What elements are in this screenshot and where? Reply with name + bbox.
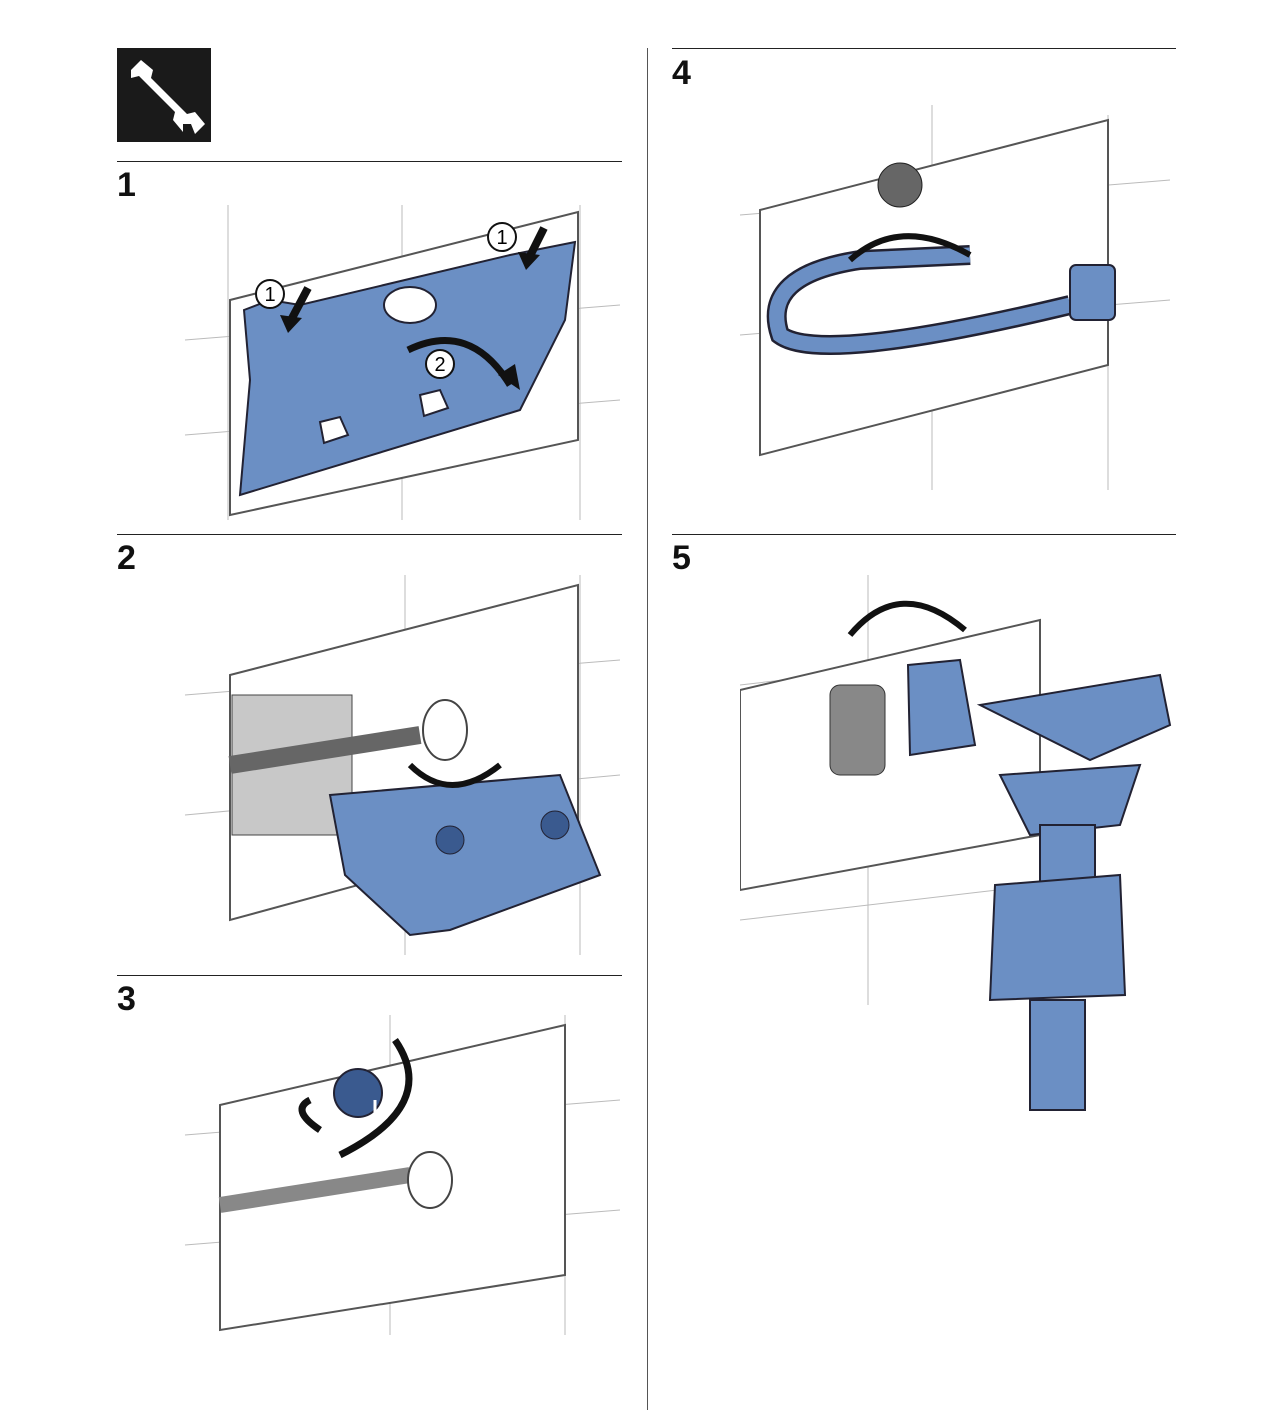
step-3-divider	[117, 975, 622, 976]
wrench-icon	[131, 60, 205, 134]
step-4-divider	[672, 48, 1176, 49]
step-4-illustration	[740, 105, 1170, 490]
step-2-divider	[117, 534, 622, 535]
step-3-number: 3	[117, 980, 136, 1018]
tool-required-badge	[117, 48, 211, 142]
step-1-number: 1	[117, 166, 136, 204]
svg-text:1: 1	[264, 284, 275, 306]
svg-text:2: 2	[434, 354, 445, 376]
step-5-divider	[672, 534, 1176, 535]
step-5-illustration	[740, 575, 1172, 1111]
column-divider	[647, 48, 648, 1410]
callout-1a: 1	[255, 279, 285, 309]
callout-1b: 1	[487, 222, 517, 252]
svg-text:1: 1	[496, 227, 507, 249]
step-4-number: 4	[672, 54, 691, 92]
step-2-illustration	[184, 575, 620, 955]
step-5-number: 5	[672, 539, 691, 577]
step-1-illustration: 1 1 2	[184, 205, 620, 520]
step-2-number: 2	[117, 539, 136, 577]
callout-2: 2	[425, 349, 455, 379]
step-1-divider	[117, 161, 622, 162]
step-3-illustration	[184, 1015, 620, 1335]
